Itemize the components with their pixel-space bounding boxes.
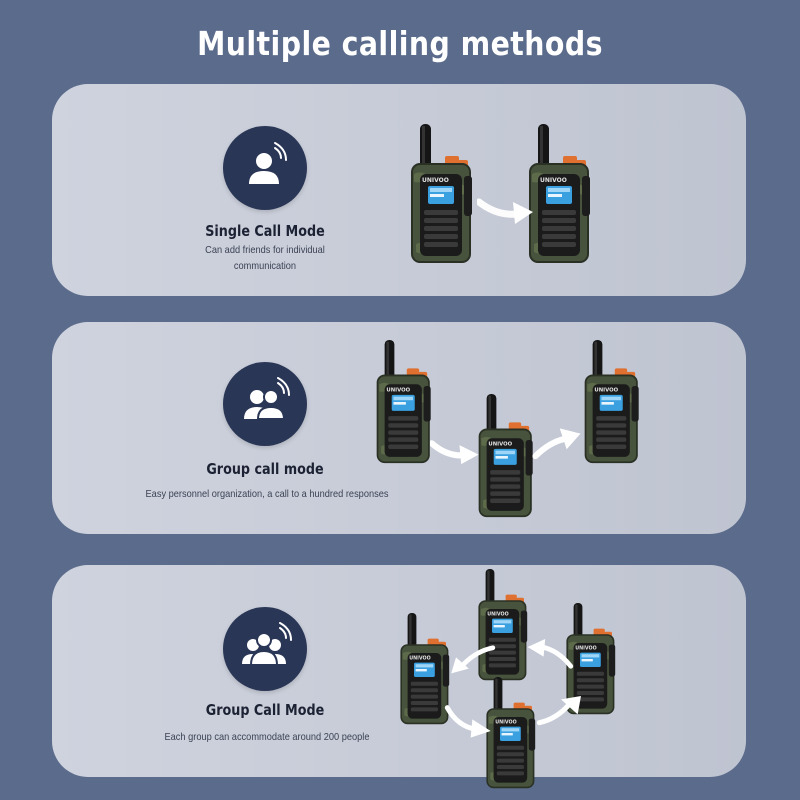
group-call-card-2: Group Call Mode Each group can accommoda…: [52, 565, 746, 789]
arrow-right-icon: [430, 440, 479, 465]
walkie-talkie-1: [411, 124, 473, 263]
walkie-talkie-1: [376, 340, 432, 464]
arrow-left-icon: [451, 645, 496, 674]
mode-title: Group Call Mode: [205, 701, 325, 719]
single-call-card: Single Call Mode Can add friends for ind…: [52, 84, 746, 296]
arrow-up-right-icon: [536, 696, 581, 726]
mode-description: Each group can accommodate around 200 pe…: [164, 731, 370, 743]
mode-title: Single Call Mode: [205, 222, 325, 240]
walkie-talkie-3: [584, 340, 640, 464]
three-people-signal-icon: [223, 607, 307, 691]
arrow-up-right-icon: [532, 428, 581, 460]
arrow-down-right-icon: [444, 705, 491, 738]
mode-title: Group call mode: [206, 460, 324, 478]
arrow-right-icon: [477, 198, 533, 224]
mode-description: Can add friends for individual communica…: [205, 244, 325, 272]
walkie-talkie-2: [478, 394, 534, 518]
page-title: Multiple calling methods: [197, 24, 603, 63]
group-call-card: Group call mode Easy personnel organizat…: [52, 322, 746, 534]
mode-description: Easy personnel organization, a call to a…: [145, 488, 389, 500]
two-people-signal-icon: [223, 362, 307, 446]
single-person-signal-icon: [223, 126, 307, 210]
arrow-up-left-icon: [527, 639, 574, 669]
